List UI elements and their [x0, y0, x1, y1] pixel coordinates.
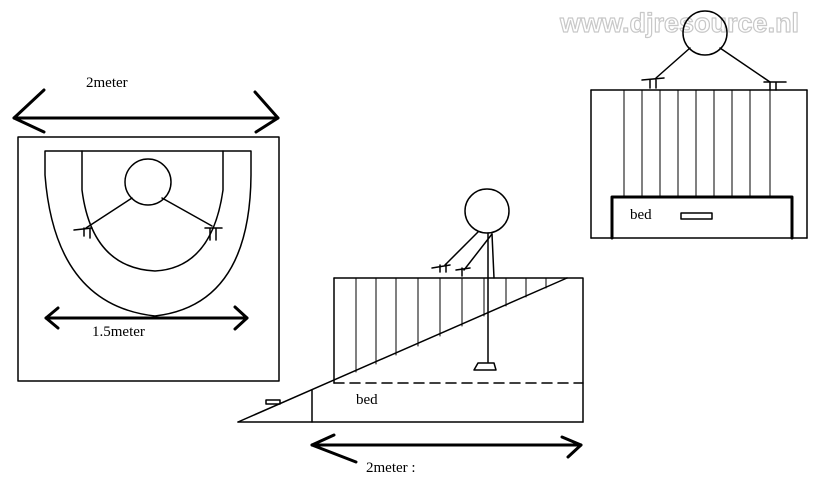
top-view-head	[124, 158, 172, 206]
front-view-left-hand	[641, 77, 665, 89]
top-view-frame	[17, 136, 280, 382]
side-view: bed 2meter :	[237, 188, 584, 476]
watermark: www.djresource.nl	[559, 8, 799, 38]
side-view-length-arrow	[310, 433, 583, 464]
side-view-slats	[355, 277, 547, 373]
side-view-bed-label: bed	[356, 392, 378, 408]
front-view-head	[682, 10, 728, 56]
front-view-right-hand	[763, 81, 787, 91]
top-view-outer-curve	[44, 150, 252, 317]
top-view-right-hand	[204, 227, 223, 241]
top-view-width-label: 2meter	[86, 75, 128, 91]
front-view-slats	[623, 89, 771, 198]
side-view-head	[464, 188, 510, 234]
side-view-right-hand	[455, 267, 471, 277]
front-view: bed	[590, 10, 808, 240]
top-view-depth-label: 1.5meter	[92, 324, 145, 340]
side-view-step-handle	[265, 399, 281, 405]
side-view-slope	[237, 277, 568, 423]
front-view-drawer-handle	[680, 212, 713, 220]
side-view-foot	[473, 362, 497, 371]
front-view-bed-base	[610, 195, 794, 240]
top-view-width-arrow	[12, 88, 280, 134]
front-view-stick-figure	[641, 10, 787, 91]
side-view-stick-figure	[431, 188, 510, 371]
top-view-inner-curve	[81, 150, 224, 272]
top-view: 2meter 1.5meter	[12, 75, 280, 382]
top-view-depth-arrow	[44, 305, 249, 331]
top-view-left-hand	[73, 227, 93, 239]
front-view-bed-label: bed	[630, 207, 652, 223]
top-view-stick-figure	[73, 158, 223, 241]
side-view-left-hand	[431, 263, 451, 273]
side-view-length-label: 2meter :	[366, 460, 416, 476]
